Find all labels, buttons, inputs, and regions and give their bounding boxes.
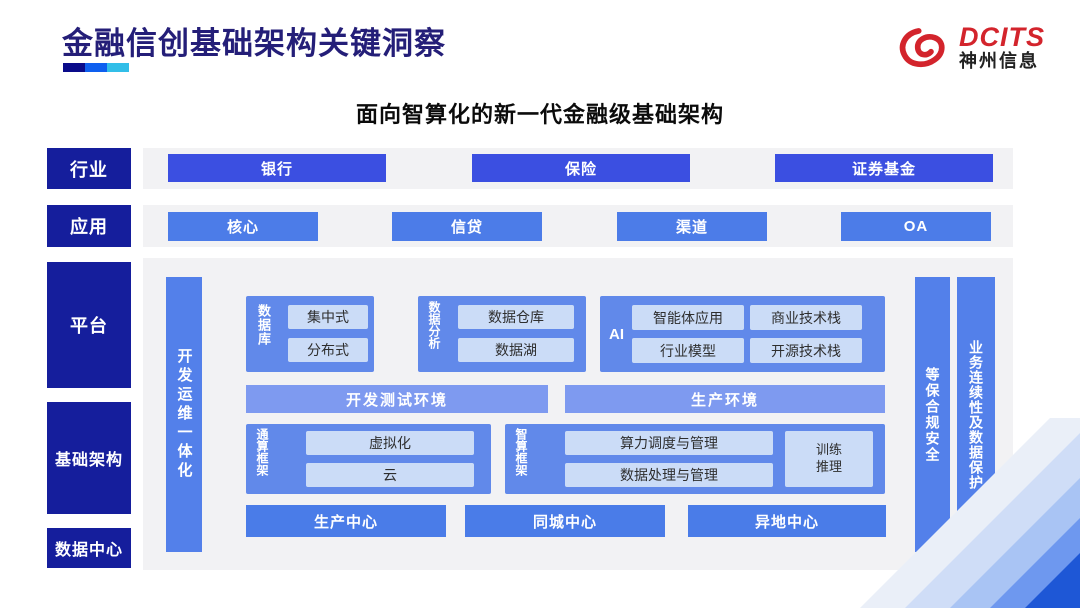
ai-item-commercial-stack: 商业技术栈 (750, 305, 862, 330)
industry-item-bank: 银行 (168, 154, 386, 182)
database-item-centralized: 集中式 (288, 305, 368, 329)
ai-framework-label: 智算框架 (514, 428, 528, 476)
database-group-label: 数据库 (256, 304, 271, 346)
devops-bar: 开发运维一体化 (166, 277, 202, 552)
devops-bar-label: 开发运维一体化 (175, 348, 193, 481)
framework-item-compute-scheduling: 算力调度与管理 (565, 431, 773, 455)
side-label-application: 应用 (47, 205, 131, 247)
framework-item-train-inference: 训练推理 (785, 431, 873, 487)
ai-group: AI 智能体应用 商业技术栈 行业模型 开源技术栈 (600, 296, 885, 372)
app-item-credit: 信贷 (392, 212, 542, 241)
diagram-subtitle: 面向智算化的新一代金融级基础架构 (355, 102, 724, 127)
framework-item-cloud: 云 (306, 463, 474, 487)
side-label-platform: 平台 (47, 262, 131, 388)
dcits-swirl-icon (899, 28, 945, 68)
security-compliance-label: 等保合规安全 (924, 366, 941, 463)
security-compliance-bar: 等保合规安全 (915, 277, 950, 552)
analytics-item-warehouse: 数据仓库 (458, 305, 574, 329)
continuity-protection-label: 业务连续性及数据保护 (968, 339, 984, 490)
accent-bar (63, 63, 129, 72)
framework-item-data-processing: 数据处理与管理 (565, 463, 773, 487)
side-label-infrastructure: 基础架构 (47, 402, 131, 514)
industry-item-insurance: 保险 (472, 154, 690, 182)
ai-framework-group: 智算框架 算力调度与管理 数据处理与管理 训练推理 (505, 424, 885, 494)
ai-group-label: AI (609, 326, 624, 343)
dcits-logo: DCITS 神州信息 (893, 14, 1063, 80)
page-title: 金融信创基础架构关键洞察 (62, 26, 446, 61)
train-inference-label: 训练推理 (815, 442, 842, 474)
framework-item-virtualization: 虚拟化 (306, 431, 474, 455)
database-group: 数据库 集中式 分布式 (246, 296, 374, 372)
env-dev-test: 开发测试环境 (246, 385, 548, 413)
center-same-city: 同城中心 (465, 505, 665, 537)
app-item-oa: OA (841, 212, 991, 241)
side-label-datacenter: 数据中心 (47, 528, 131, 568)
app-item-channel: 渠道 (617, 212, 767, 241)
env-production: 生产环境 (565, 385, 885, 413)
ai-item-agent-apps: 智能体应用 (632, 305, 744, 330)
general-framework-group: 通算框架 虚拟化 云 (246, 424, 491, 494)
logo-brand-text: DCITS (959, 22, 1045, 53)
analytics-group: 数据分析 数据仓库 数据湖 (418, 296, 586, 372)
ai-item-industry-model: 行业模型 (632, 338, 744, 363)
database-item-distributed: 分布式 (288, 338, 368, 362)
analytics-group-label: 数据分析 (427, 301, 441, 349)
logo-company-text: 神州信息 (959, 50, 1039, 71)
ai-item-opensource-stack: 开源技术栈 (750, 338, 862, 363)
side-label-industry: 行业 (47, 148, 131, 189)
app-item-core: 核心 (168, 212, 318, 241)
center-remote: 异地中心 (688, 505, 886, 537)
center-production: 生产中心 (246, 505, 446, 537)
corner-stripes-decoration (860, 418, 1080, 608)
industry-item-securities: 证券基金 (775, 154, 993, 182)
general-framework-label: 通算框架 (255, 428, 269, 476)
analytics-item-lake: 数据湖 (458, 338, 574, 362)
